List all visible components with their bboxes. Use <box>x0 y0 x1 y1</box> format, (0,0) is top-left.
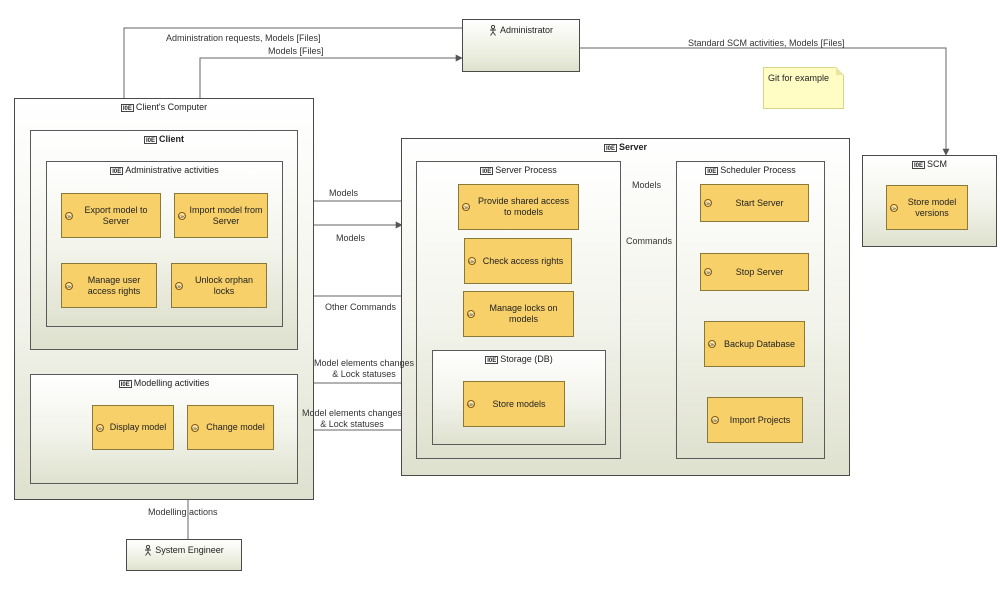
activity-icon: OK <box>191 423 199 432</box>
component-stereotype-icon: I0E <box>603 143 617 152</box>
activity-icon: OK <box>467 400 475 408</box>
edge-label-other-commands: Other Commands <box>325 302 397 312</box>
component-stereotype-icon: I0E <box>912 160 925 169</box>
git-note[interactable]: Git for example <box>763 67 844 109</box>
system-engineer-actor[interactable]: System Engineer <box>126 539 242 571</box>
activity-icon: OK <box>704 268 712 276</box>
edge-label-modelling-actions: Modelling actions <box>148 507 218 517</box>
activity-icon: OK <box>65 281 73 290</box>
component-stereotype-icon: I0E <box>143 135 157 144</box>
component-stereotype-icon: I0E <box>110 166 124 175</box>
edge-label-models-out: Models <box>336 233 366 243</box>
edge-label-models-in: Models <box>329 188 359 198</box>
component-stereotype-icon: I0E <box>480 166 494 175</box>
activity-icon: OK <box>468 257 476 265</box>
activity-icon: OK <box>178 211 186 220</box>
administrator-actor[interactable]: Administrator <box>462 19 580 72</box>
activity-icon: OK <box>96 423 104 432</box>
component-stereotype-icon: I0E <box>118 379 132 388</box>
note-fold-icon <box>836 67 844 75</box>
edge-label-commands: Commands <box>626 236 673 246</box>
activity-icon: OK <box>704 199 712 207</box>
component-stereotype-icon: I0E <box>485 355 499 364</box>
activity-icon: OK <box>711 416 719 424</box>
activity-icon: OK <box>175 281 183 290</box>
edge-label-standard-scm: Standard SCM activities, Models [Files] <box>688 38 845 48</box>
activity-icon: OK <box>708 340 716 348</box>
stick-figure-icon <box>489 25 496 36</box>
edge-label-admin-requests: Administration requests, Models [Files] <box>166 33 321 43</box>
activity-icon: OK <box>65 211 73 220</box>
stick-figure-icon <box>145 545 152 556</box>
edge-label-model-changes-out: Model elements changes & Lock statuses <box>301 408 403 429</box>
edge-label-model-changes-in: Model elements changes & Lock statuses <box>313 358 415 379</box>
activity-icon: OK <box>467 310 475 318</box>
component-stereotype-icon: I0E <box>705 166 719 175</box>
edge-label-models-files: Models [Files] <box>268 46 324 56</box>
edge-label-models-to-scheduler: Models <box>632 180 662 190</box>
component-stereotype-icon: I0E <box>120 103 134 112</box>
activity-icon: OK <box>462 203 470 211</box>
activity-icon: OK <box>890 203 898 212</box>
